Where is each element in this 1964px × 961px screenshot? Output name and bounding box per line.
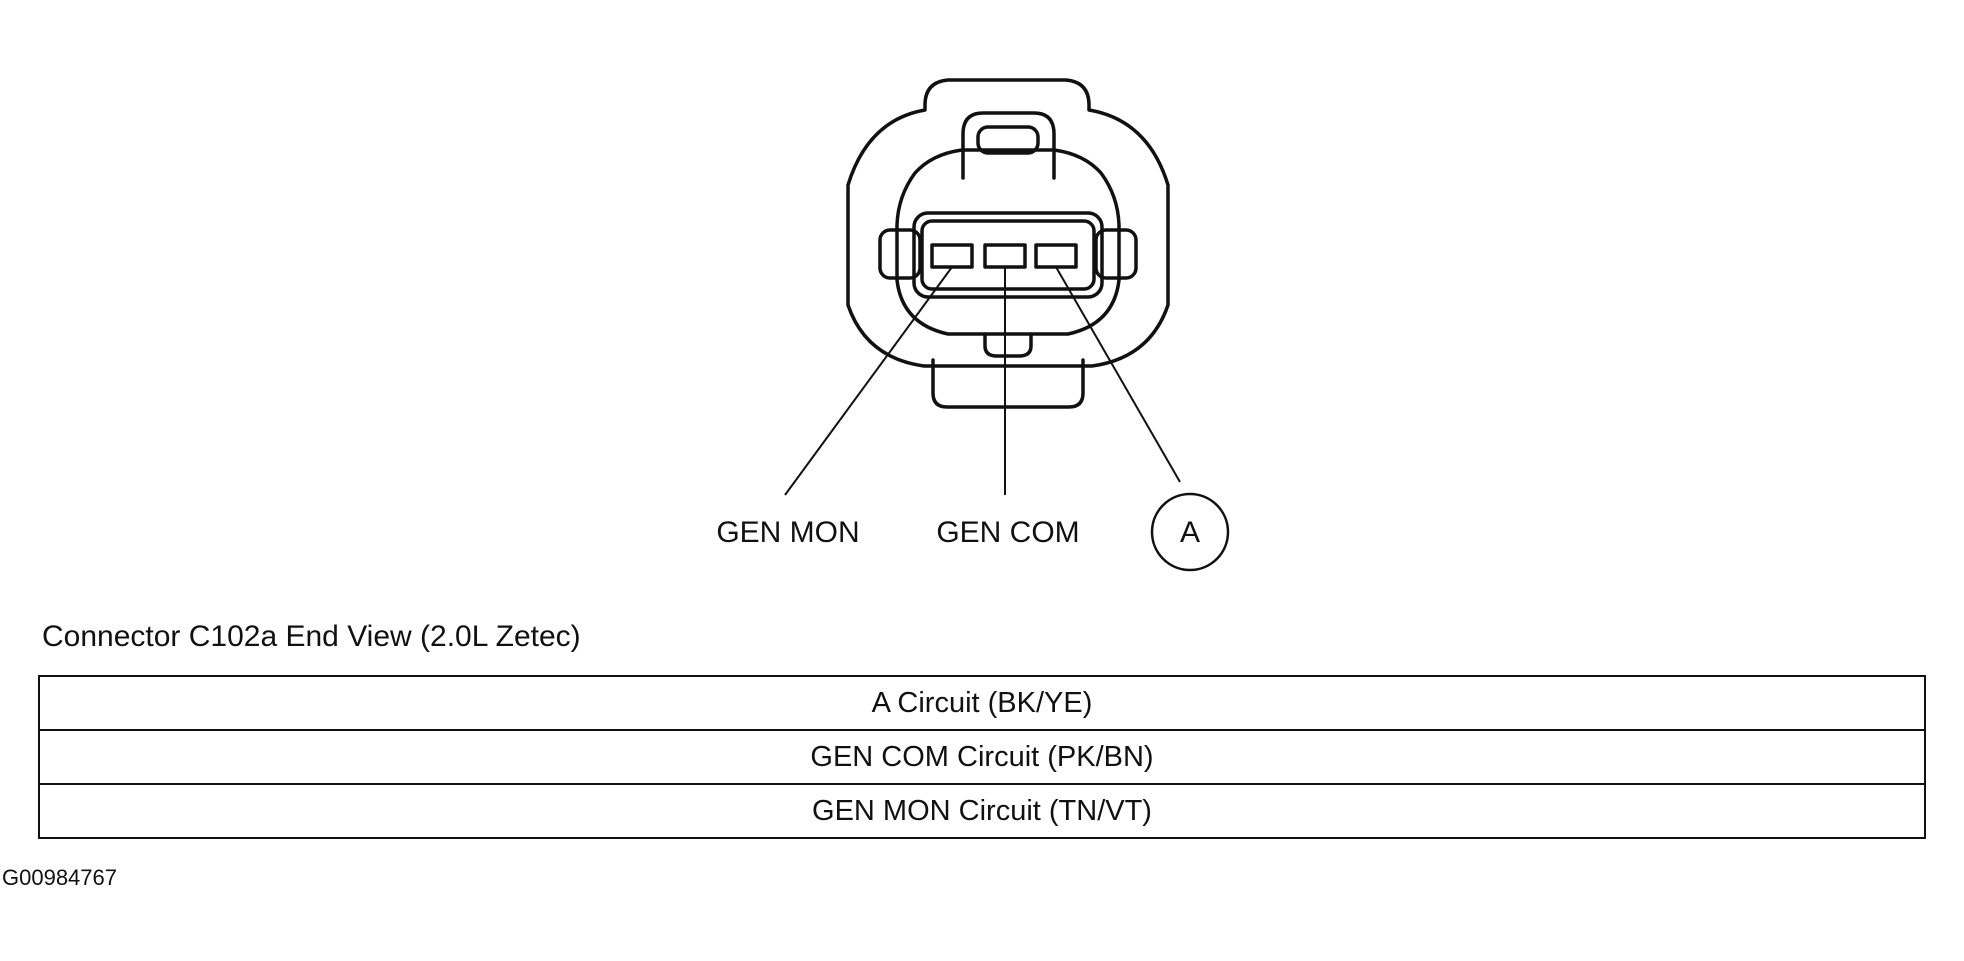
connector-latch-bar [976, 125, 1040, 155]
connector-latch [961, 111, 1056, 180]
table-row: GEN COM Circuit (PK/BN) [38, 729, 1926, 785]
connector-right-lug [1094, 228, 1138, 280]
table-row: GEN MON Circuit (TN/VT) [38, 783, 1926, 839]
connector-bottom-notch [983, 332, 1033, 358]
circuit-cell-gen-mon: GEN MON Circuit (TN/VT) [38, 783, 1926, 839]
pin-gen-com [983, 243, 1027, 269]
connector-inner-seal [895, 148, 1121, 336]
circuit-cell-gen-com: GEN COM Circuit (PK/BN) [38, 729, 1926, 785]
circuit-table: A Circuit (BK/YE) GEN COM Circuit (PK/BN… [38, 675, 1926, 839]
connector-left-lug [878, 228, 922, 280]
pin-a [1034, 243, 1078, 269]
label-gen-mon: GEN MON [716, 516, 859, 549]
label-gen-com: GEN COM [936, 516, 1079, 549]
connector-caption: Connector C102a End View (2.0L Zetec) [42, 620, 581, 653]
leader-line-gen-mon [784, 266, 953, 496]
circuit-cell-a: A Circuit (BK/YE) [38, 675, 1926, 731]
pin-a-callout-circle [1150, 492, 1230, 572]
connector-outer-housing [846, 78, 1170, 368]
table-row: A Circuit (BK/YE) [38, 675, 1926, 731]
pin-gen-mon [930, 243, 974, 269]
connector-bottom-tab [931, 358, 1085, 409]
terminal-cavity-outer [912, 211, 1104, 299]
leader-line-a [1055, 266, 1181, 483]
figure-id: G00984767 [2, 865, 117, 890]
label-a: A [1180, 516, 1200, 549]
terminal-cavity-inner [920, 219, 1096, 291]
